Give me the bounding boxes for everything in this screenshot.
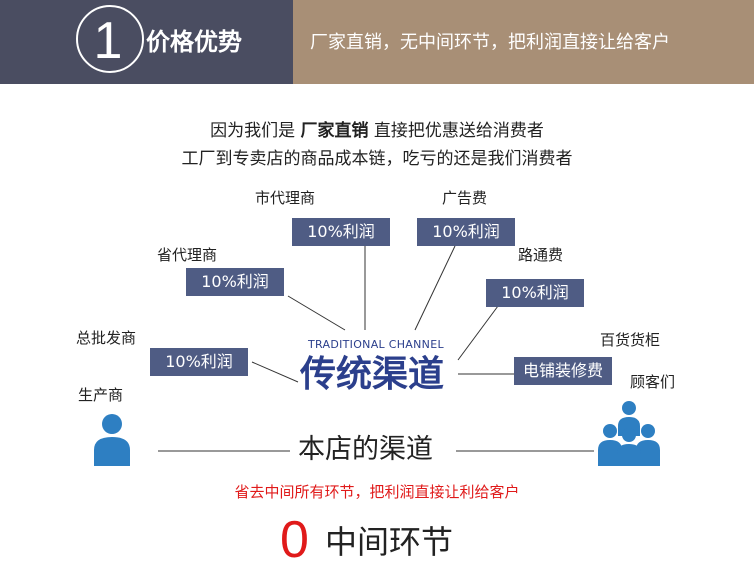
person-icon (94, 414, 130, 466)
department-store-fee-box: 电铺装修费 (514, 357, 612, 385)
section-number: 1 (93, 12, 123, 70)
banner-left-panel (0, 0, 293, 84)
advertising-label: 广告费 (442, 189, 488, 207)
tolls-label: 路通费 (518, 246, 564, 264)
manufacturer-label: 生产商 (78, 386, 124, 404)
customers-label: 顾客们 (630, 373, 676, 391)
tolls-profit-box: 10%利润 (486, 279, 584, 307)
province-agent-profit-box: 10%利润 (186, 268, 284, 296)
department-store-label: 百货货柜 (600, 331, 661, 349)
section-subtitle: 厂家直销，无中间环节，把利润直接让给客户 (310, 32, 670, 53)
banner-right-panel (293, 0, 754, 84)
advertising-profit-box: 10%利润 (417, 218, 515, 246)
line-province-agent (287, 295, 346, 331)
traditional-channel-title: 传统渠道 (300, 354, 445, 395)
number-circle (76, 5, 144, 73)
province-agent-label: 省代理商 (157, 246, 218, 264)
intro-line-2: 工厂到专卖店的商品成本链，吃亏的还是我们消费者 (181, 149, 573, 169)
city-agent-profit-box: 10%利润 (292, 218, 390, 246)
line-advertising (414, 245, 456, 331)
zero-intermediaries-label: 中间环节 (325, 523, 454, 561)
section-title: 价格优势 (146, 28, 242, 56)
city-agent-label: 市代理商 (255, 189, 316, 207)
intro-highlight: 厂家直销 (300, 121, 369, 141)
store-channel-title: 本店的渠道 (298, 434, 433, 465)
group-icon (598, 401, 660, 466)
line-wholesaler (251, 361, 299, 383)
zero-digit: 0 (280, 511, 309, 569)
savings-note: 省去中间所有环节，把利润直接让利给客户 (234, 483, 520, 501)
traditional-channel-en: TRADITIONAL CHANNEL (308, 338, 444, 351)
line-tolls (457, 305, 499, 361)
intro-line-1: 因为我们是 厂家直销 直接把优惠送给消费者 (210, 121, 544, 141)
wholesaler-label: 总批发商 (76, 329, 137, 347)
wholesaler-profit-box: 10%利润 (150, 348, 248, 376)
